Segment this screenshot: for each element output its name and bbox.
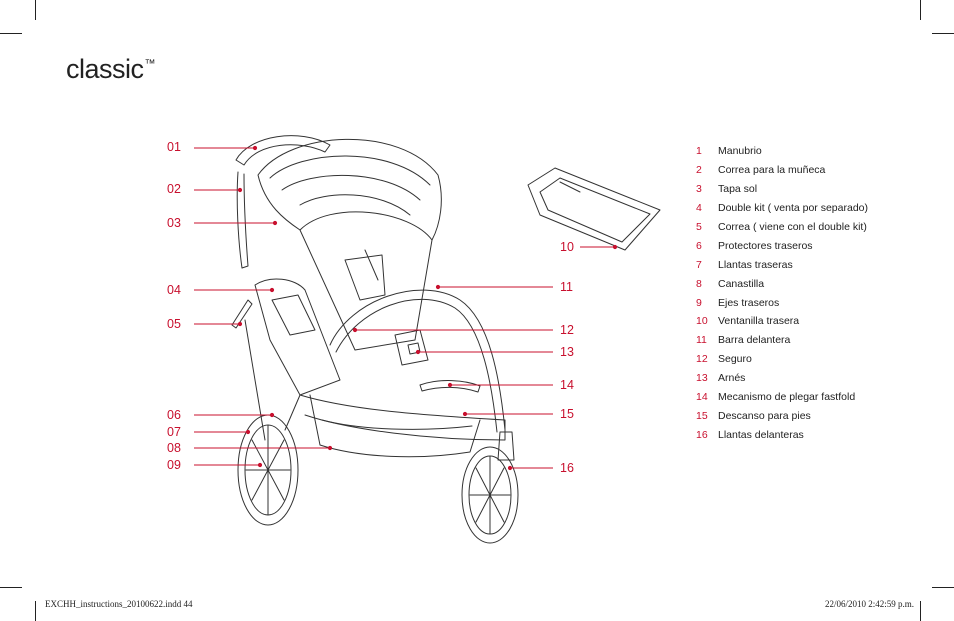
crop-mark-bottom-left-h	[0, 587, 22, 588]
callout-06: 06	[167, 408, 181, 422]
strap-drawing	[231, 299, 253, 329]
legend-number: 6	[696, 239, 702, 252]
legend-item: 5 Correa ( viene con el double kit)	[696, 218, 868, 237]
callout-04: 04	[167, 283, 181, 297]
callout-01: 01	[167, 140, 181, 154]
legend-item: 14 Mecanismo de plegar fastfold	[696, 388, 868, 407]
parts-legend: 1 Manubrio 2 Correa para la muñeca 3 Tapa s…	[696, 142, 868, 444]
double-kit-drawing	[254, 278, 341, 396]
callout-16: 16	[560, 461, 574, 475]
legend-number: 16	[696, 428, 708, 441]
callout-10: 10	[560, 240, 574, 254]
legend-label: Manubrio	[718, 145, 762, 158]
legend-item: 13 Arnés	[696, 369, 868, 388]
legend-number: 1	[696, 145, 702, 158]
handlebar-drawing	[235, 135, 331, 166]
legend-number: 14	[696, 391, 708, 404]
legend-item: 6 Protectores traseros	[696, 236, 868, 255]
callout-13: 13	[560, 345, 574, 359]
callout-07: 07	[167, 425, 181, 439]
callout-15: 15	[560, 407, 574, 421]
canopy-drawing	[257, 138, 442, 241]
legend-number: 3	[696, 183, 702, 196]
front-bar-drawing	[329, 289, 506, 431]
crop-mark-top-right-h	[932, 33, 954, 34]
legend-item: 4 Double kit ( venta por separado)	[696, 199, 868, 218]
legend-label: Ventanilla trasera	[718, 315, 800, 328]
legend-label: Arnés	[718, 372, 746, 385]
legend-number: 7	[696, 258, 702, 271]
callout-03: 03	[167, 216, 181, 230]
legend-item: 10 Ventanilla trasera	[696, 312, 868, 331]
callout-05: 05	[167, 317, 181, 331]
legend-number: 15	[696, 409, 708, 422]
legend-label: Correa ( viene con el double kit)	[718, 221, 867, 233]
rear-window-drawing	[527, 167, 661, 251]
legend-number: 8	[696, 277, 702, 290]
legend-label: Llantas delanteras	[718, 428, 804, 441]
legend-number: 5	[696, 221, 702, 233]
legend-number: 10	[696, 315, 708, 328]
legend-label: Protectores traseros	[718, 239, 813, 252]
legend-item: 9 Ejes traseros	[696, 293, 868, 312]
legend-label: Barra delantera	[718, 334, 791, 347]
legend-item: 15 Descanso para pies	[696, 406, 868, 425]
crop-mark-top-left-v	[35, 0, 36, 20]
footer-filename: EXCHH_instructions_20100622.indd 44	[45, 599, 193, 609]
trademark-symbol: ™	[144, 58, 156, 70]
legend-item: 12 Seguro	[696, 350, 868, 369]
title-text: classic	[66, 54, 144, 84]
legend-number: 2	[696, 164, 702, 177]
legend-number: 11	[696, 334, 707, 347]
callout-14: 14	[560, 378, 574, 392]
legend-item: 8 Canastilla	[696, 274, 868, 293]
legend-label: Mecanismo de plegar fastfold	[718, 391, 856, 404]
crop-mark-bottom-right-v	[920, 601, 921, 621]
legend-label: Llantas traseras	[718, 258, 793, 271]
legend-item: 11 Barra delantera	[696, 331, 868, 350]
legend-label: Double kit ( venta por separado)	[718, 202, 868, 215]
legend-label: Seguro	[718, 353, 752, 366]
crop-mark-bottom-left-v	[35, 601, 36, 621]
callout-09: 09	[167, 458, 181, 472]
callout-12: 12	[560, 323, 574, 337]
legend-number: 9	[696, 296, 702, 309]
legend-label: Descanso para pies	[718, 409, 811, 422]
legend-label: Tapa sol	[718, 183, 758, 196]
footer-timestamp: 22/06/2010 2:42:59 p.m.	[824, 599, 914, 609]
legend-item: 7 Llantas traseras	[696, 255, 868, 274]
crop-mark-bottom-right-h	[932, 587, 954, 588]
callout-11: 11	[560, 280, 573, 294]
crop-mark-top-left-h	[0, 33, 22, 34]
callout-02: 02	[167, 182, 181, 196]
crop-mark-top-right-v	[920, 0, 921, 20]
footrest-drawing	[299, 394, 506, 441]
legend-number: 4	[696, 202, 702, 215]
legend-number: 12	[696, 353, 708, 366]
legend-label: Canastilla	[718, 277, 765, 290]
legend-label: Correa para la muñeca	[718, 164, 826, 177]
legend-item: 2 Correa para la muñeca	[696, 161, 868, 180]
legend-item: 3 Tapa sol	[696, 180, 868, 199]
legend-item: 16 Llantas delanteras	[696, 425, 868, 444]
legend-item: 1 Manubrio	[696, 142, 868, 161]
fold-mechanism-drawing	[419, 380, 481, 393]
front-wheel-drawing	[461, 446, 519, 544]
legend-label: Ejes traseros	[718, 296, 780, 309]
callout-08: 08	[167, 441, 181, 455]
basket-drawing	[309, 394, 481, 458]
legend-number: 13	[696, 372, 708, 385]
page-title: classic™	[66, 54, 155, 85]
wrist-strap-drawing	[236, 171, 249, 269]
harness-drawing	[394, 329, 429, 366]
